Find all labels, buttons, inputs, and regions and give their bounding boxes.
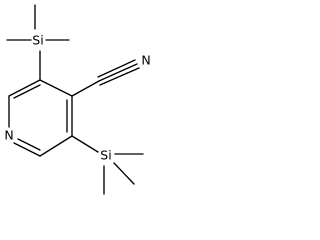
ring-bond-c5-c6 bbox=[39, 135, 73, 157]
ring-nitrogen-atom-label: N bbox=[4, 128, 13, 143]
pyridine-ring: N bbox=[4, 79, 73, 157]
ring-bond-c2-c3-inner bbox=[13, 84, 41, 99]
nitrile-single-bond bbox=[71, 80, 100, 97]
ring-bond-c6-n1 bbox=[13, 142, 41, 157]
si-bottom-atom-label: Si bbox=[100, 148, 111, 163]
si-bottom-ring-bond bbox=[71, 135, 99, 153]
ring-bond-c2-c3 bbox=[8, 79, 41, 97]
nitrile-triple-bond-upper bbox=[97, 59, 136, 78]
ring-bond-c6-n1-inner bbox=[17, 138, 41, 151]
nitrile-triple-bond-center bbox=[98, 63, 138, 82]
nitrile-triple-bond-lower bbox=[99, 67, 140, 86]
si-bottom-methyl-diagonal-bond bbox=[113, 162, 135, 185]
bottom-trimethylsilyl-group: Si bbox=[71, 135, 144, 195]
nitrile-group: N bbox=[71, 53, 151, 97]
nitrile-nitrogen-atom-label: N bbox=[141, 53, 150, 68]
chemical-structure-diagram: Si N N Si bbox=[4, 4, 151, 195]
si-top-atom-label: Si bbox=[32, 33, 43, 48]
ring-bond-c3-c4 bbox=[39, 79, 73, 97]
top-trimethylsilyl-group: Si bbox=[6, 4, 70, 81]
